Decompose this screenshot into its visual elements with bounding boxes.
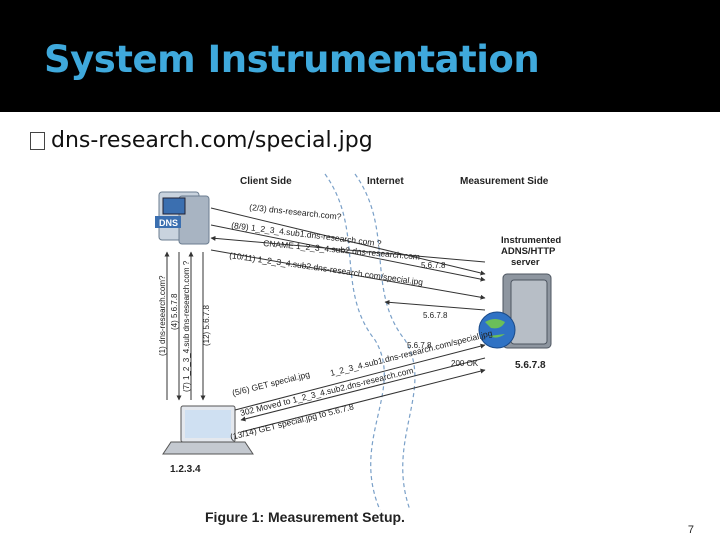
slide-content: dns-research.com/special.jpg Client Side… [0, 112, 720, 540]
msg-ip-a: 5.6.7.8 [421, 261, 446, 270]
figure-caption: Figure 1: Measurement Setup. [205, 509, 405, 525]
bullet-text: dns-research.com/special.jpg [51, 128, 373, 153]
arrow-sub2-query [210, 249, 486, 300]
dns-label: DNS [159, 218, 178, 228]
arrow-dns-query [210, 207, 486, 276]
msg-ip-c: 5.6.7.8 [407, 341, 432, 350]
arrow-sub1-query [210, 224, 486, 282]
client-side-label: Client Side [240, 176, 292, 187]
msg-v2: (4) 5.6.7.8 [170, 293, 179, 330]
server-ip-label: 5.6.7.8 [515, 360, 546, 371]
arrow-ip-b [384, 299, 486, 311]
measurement-side-label: Measurement Side [460, 176, 549, 187]
client-ip-label: 1.2.3.4 [170, 464, 201, 475]
server-label-line-1: Instrumented [501, 235, 561, 246]
bullet-item: dns-research.com/special.jpg [30, 128, 373, 153]
msg-v1: (1) dns-research.com? [158, 275, 167, 356]
internet-label: Internet [367, 176, 404, 187]
msg-ok: 200 OK [451, 359, 479, 368]
dns-resolver-icon: DNS [155, 191, 210, 245]
msg-v3: (7) 1_2_3_4.sub dns-research.com ? [182, 260, 191, 392]
server-label-line-2: ADNS/HTTP [501, 246, 556, 257]
measurement-setup-diagram: Client Side Internet Measurement Side DN… [155, 173, 561, 525]
internet-boundary-right [354, 173, 416, 511]
title-bar: System Instrumentation [0, 0, 720, 112]
internet-boundary-left [324, 173, 385, 511]
msg-dns-query: (2/3) dns-research.com? [249, 202, 342, 222]
arrow-http-get [234, 343, 486, 411]
arrow-http-final [240, 368, 486, 433]
msg-v4: (12) 5.6.7.8 [202, 305, 211, 346]
page-number: 7 [687, 524, 694, 536]
server-icon [478, 273, 552, 349]
msg-ip-b: 5.6.7.8 [423, 311, 448, 320]
bullet-box-icon [30, 131, 45, 150]
laptop-icon [162, 405, 254, 455]
arrow-http-redirect [240, 357, 486, 422]
slide-title: System Instrumentation [44, 38, 540, 81]
server-label-line-3: server [511, 257, 540, 268]
arrow-cname-reply [210, 235, 486, 263]
